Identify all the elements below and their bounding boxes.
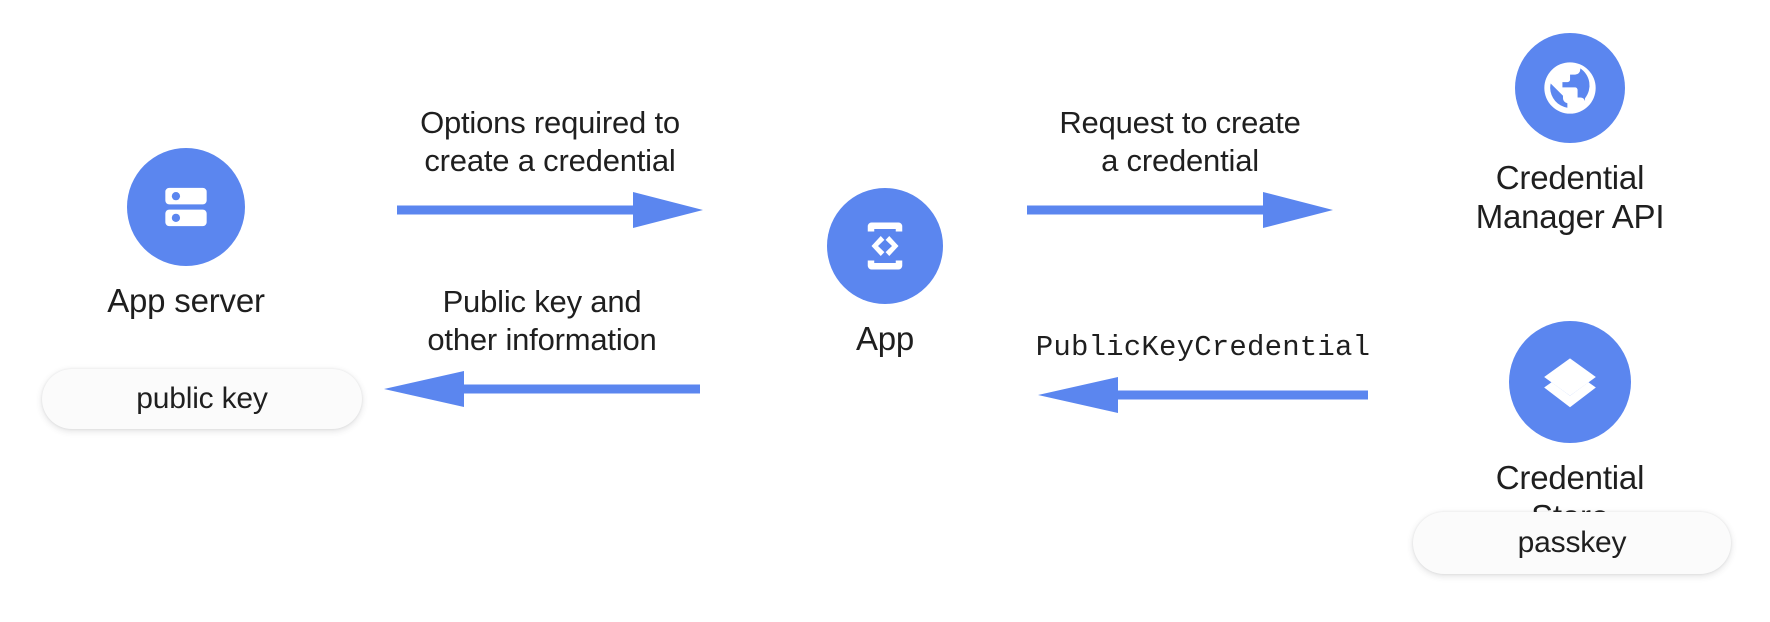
flow-public-key-and-other-information: Public key and other information (382, 283, 702, 411)
flow-options-required: Options required to create a credential (390, 104, 710, 232)
credential-store-circle (1509, 321, 1631, 443)
node-credential-store: Credential Store (1455, 321, 1685, 536)
flow-label-options-required: Options required to create a credential (420, 105, 680, 178)
pill-public-key-label: public key (136, 382, 268, 415)
app-code-phone-icon (867, 222, 903, 270)
flow-arrow-public-key-wrap (384, 367, 700, 411)
pill-passkey: passkey (1413, 512, 1731, 574)
node-app-server: App server (96, 148, 276, 321)
layers-icon (1544, 358, 1596, 408)
arrow-right-icon (397, 191, 703, 228)
flow-label-request-to-create: Request to create a credential (1059, 105, 1301, 178)
arrow-left-icon (384, 370, 700, 407)
node-label-app-server: App server (107, 282, 265, 319)
flow-label-public-key-credential: PublicKeyCredential (1035, 331, 1371, 364)
pill-passkey-label: passkey (1517, 526, 1627, 559)
pill-public-key: public key (42, 369, 362, 429)
server-icon (165, 187, 207, 227)
arrow-right-icon (1027, 191, 1333, 228)
app-server-circle (127, 148, 245, 266)
node-label-credential-manager-api: Credential Manager API (1475, 159, 1665, 235)
flow-arrow-public-key-credential-wrap (1038, 373, 1368, 417)
flow-request-to-create: Request to create a credential (1020, 104, 1340, 232)
flow-arrow-options-required-wrap (397, 188, 703, 232)
globe-icon (1544, 62, 1596, 114)
flow-public-key-credential: PublicKeyCredential (1018, 330, 1388, 417)
flow-arrow-request-to-create-wrap (1027, 188, 1333, 232)
arrow-left-icon (1038, 377, 1368, 414)
app-circle (827, 188, 943, 304)
node-credential-manager-api: Credential Manager API (1460, 33, 1680, 236)
credential-manager-api-circle (1515, 33, 1625, 143)
node-app: App (795, 188, 975, 359)
node-label-app: App (855, 320, 915, 357)
flow-label-public-key-and-other-information: Public key and other information (427, 284, 657, 357)
